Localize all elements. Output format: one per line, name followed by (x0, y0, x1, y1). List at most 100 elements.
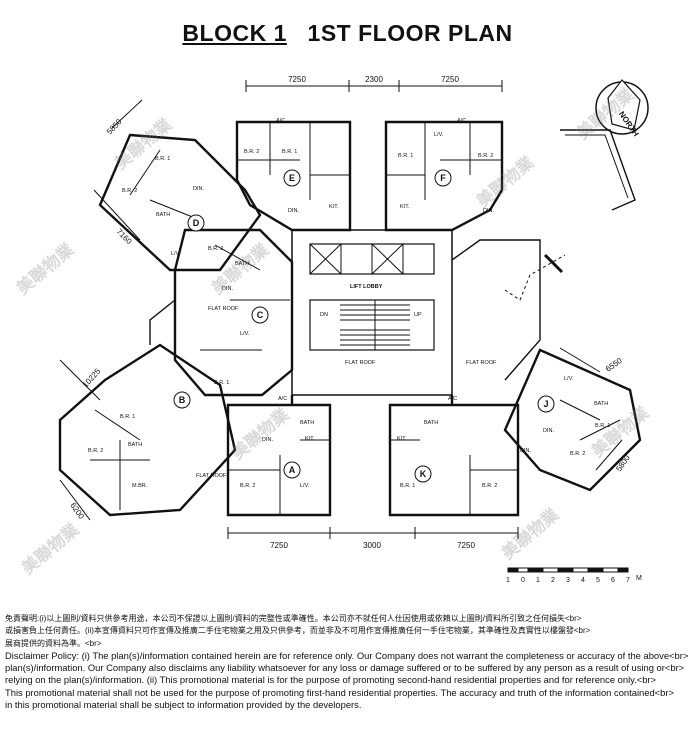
lift-lobby-label: LIFT LOBBY (350, 284, 383, 290)
dim-right-upper: 6550 (604, 356, 624, 374)
scale-tick-label: 4 (581, 577, 585, 584)
room-br2: B.R. 2 (478, 153, 493, 159)
room-br2: B.R. 2 (244, 149, 259, 155)
dim-left-bottom: 6200 (68, 501, 86, 521)
room-br1: B.R. 1 (398, 153, 413, 159)
room-bath: BATH (300, 420, 314, 426)
room-lv: L/V. (300, 483, 310, 489)
room-bath: BATH (128, 442, 142, 448)
room-din: DIN. (262, 437, 273, 443)
unit-label-k: K (420, 469, 427, 479)
room-br2: B.R. 2 (482, 483, 497, 489)
scale-tick-label: 1 (506, 577, 510, 584)
unit-a-outline (226, 403, 332, 517)
scale-tick-label: 6 (611, 577, 615, 584)
room-br1: B.R. 1 (400, 483, 415, 489)
scale-tick-label: 5 (596, 577, 600, 584)
room-br1: B.R. 1 (120, 414, 135, 420)
dim-bottom-2: 3000 (363, 541, 381, 550)
room-br2: B.R. 2 (208, 246, 223, 252)
scale-bar (507, 567, 629, 573)
room-br1: B.R. 1 (595, 423, 610, 429)
room-din: DIN. (193, 186, 204, 192)
room-br2: B.R. 2 (570, 451, 585, 457)
room-lv: L/V. (240, 331, 250, 337)
dim-top-1: 7250 (288, 75, 306, 84)
unit-label-f: F (440, 173, 446, 183)
dim-bottom-3: 7250 (457, 541, 475, 550)
unit-k-outline (388, 403, 520, 517)
room-din: DIN. (520, 448, 531, 454)
disclaimer-en-line: relying on the plan(s)/information. (ii)… (5, 674, 657, 686)
room-ac: A/C (278, 396, 287, 402)
dim-top-3: 7250 (441, 75, 459, 84)
dim-bottom-1: 7250 (270, 541, 288, 550)
disclaimer-en-line: This promotional material shall not be u… (5, 686, 674, 698)
room-kit: KIT. (397, 436, 407, 442)
unit-j-outline (503, 348, 642, 492)
room-kit: KIT. (329, 204, 339, 210)
room-flat-roof: FLAT ROOF (466, 360, 497, 366)
room-mbr: M.BR. (132, 483, 148, 489)
scale-tick-label: 2 (551, 577, 555, 584)
scale-tick-label: 1 (536, 577, 540, 584)
room-br2: B.R. 2 (240, 483, 255, 489)
room-bath: BATH (594, 401, 608, 407)
room-flat-roof: FLAT ROOF (345, 360, 376, 366)
plan-title: BLOCK 1 1ST FLOOR PLAN (0, 20, 695, 47)
stair-dn: DN (320, 312, 328, 318)
room-kit: KIT. (305, 436, 315, 442)
room-lv: L/V. (564, 376, 574, 382)
unit-label-d: D (193, 218, 200, 228)
unit-label-j: J (543, 399, 548, 409)
unit-label-c: C (257, 310, 264, 320)
stair-up: UP (414, 312, 422, 318)
dim-right-lower: 5800 (614, 453, 632, 473)
disclaimer-zh-line: 免責聲明:(i)以上圖則/資料只供參考用途，本公司不保證以上圖則/資料的完整性或… (5, 614, 582, 623)
room-ac: A/C (276, 118, 285, 124)
room-kit: KIT. (400, 204, 410, 210)
room-ac: A/C (448, 396, 457, 402)
disclaimer-en-line: plan(s)/information. Our Company also di… (5, 662, 685, 674)
room-lv: L/V. (171, 251, 181, 257)
room-bath: BATH (235, 261, 249, 267)
unit-b-outline (58, 343, 237, 517)
scale-tick-label: 3 (566, 577, 570, 584)
disclaimer-zh-line: 或損害負上任何責任。(ii)本宣傳資料只可作宣傳及推廣二手住宅物業之用及只供參考… (5, 626, 591, 636)
room-br2: B.R. 2 (88, 448, 103, 454)
room-din: DIN. (543, 428, 554, 434)
disclaimer-en-line: Disclaimer Policy: (i) The plan(s)/infor… (5, 649, 689, 661)
room-flat-roof: FLAT ROOF (196, 473, 227, 479)
room-br1: B.R. 1 (155, 156, 170, 162)
floor-plan-drawing: NORTH 1 0 1 2 3 4 5 6 7 M 7250 2300 7250 7250 30… (58, 75, 649, 584)
north-arrow-icon: NORTH (595, 79, 649, 138)
room-lv: L/V. (434, 132, 444, 138)
unit-f-outline (384, 120, 504, 232)
scale-tick-labels: 1 0 1 2 3 4 5 6 7 (506, 577, 630, 584)
unit-label-e: E (289, 173, 295, 183)
scale-unit: M (636, 575, 642, 582)
room-din: DIN. (483, 208, 494, 214)
staircase (309, 299, 435, 351)
dim-top-2: 2300 (365, 75, 383, 84)
unit-label-a: A (289, 465, 296, 475)
room-br1: B.R. 1 (282, 149, 297, 155)
floor-title: 1ST FLOOR PLAN (307, 20, 513, 46)
room-din: DIN. (288, 208, 299, 214)
scale-tick-label: 0 (521, 577, 525, 584)
room-flat-roof: FLAT ROOF (208, 306, 239, 312)
room-din: DIN. (222, 286, 233, 292)
disclaimer: 免責聲明:(i)以上圖則/資料只供參考用途，本公司不保證以上圖則/資料的完整性或… (5, 613, 693, 711)
unit-e-outline (235, 120, 352, 232)
disclaimer-zh-line: 展商提供的資料為準。<br> (5, 638, 102, 648)
scale-tick-label: 7 (626, 577, 630, 584)
room-ac: A/C (457, 118, 466, 124)
room-br1: B.R. 1 (214, 380, 229, 386)
unit-label-b: B (179, 395, 186, 405)
block-title: BLOCK 1 (182, 20, 287, 46)
disclaimer-en-line: in this promotional material shall be su… (5, 699, 362, 711)
room-bath: BATH (424, 420, 438, 426)
room-bath: BATH (156, 212, 170, 218)
unit-d-outline (98, 133, 262, 272)
room-br2: B.R. 2 (122, 188, 137, 194)
